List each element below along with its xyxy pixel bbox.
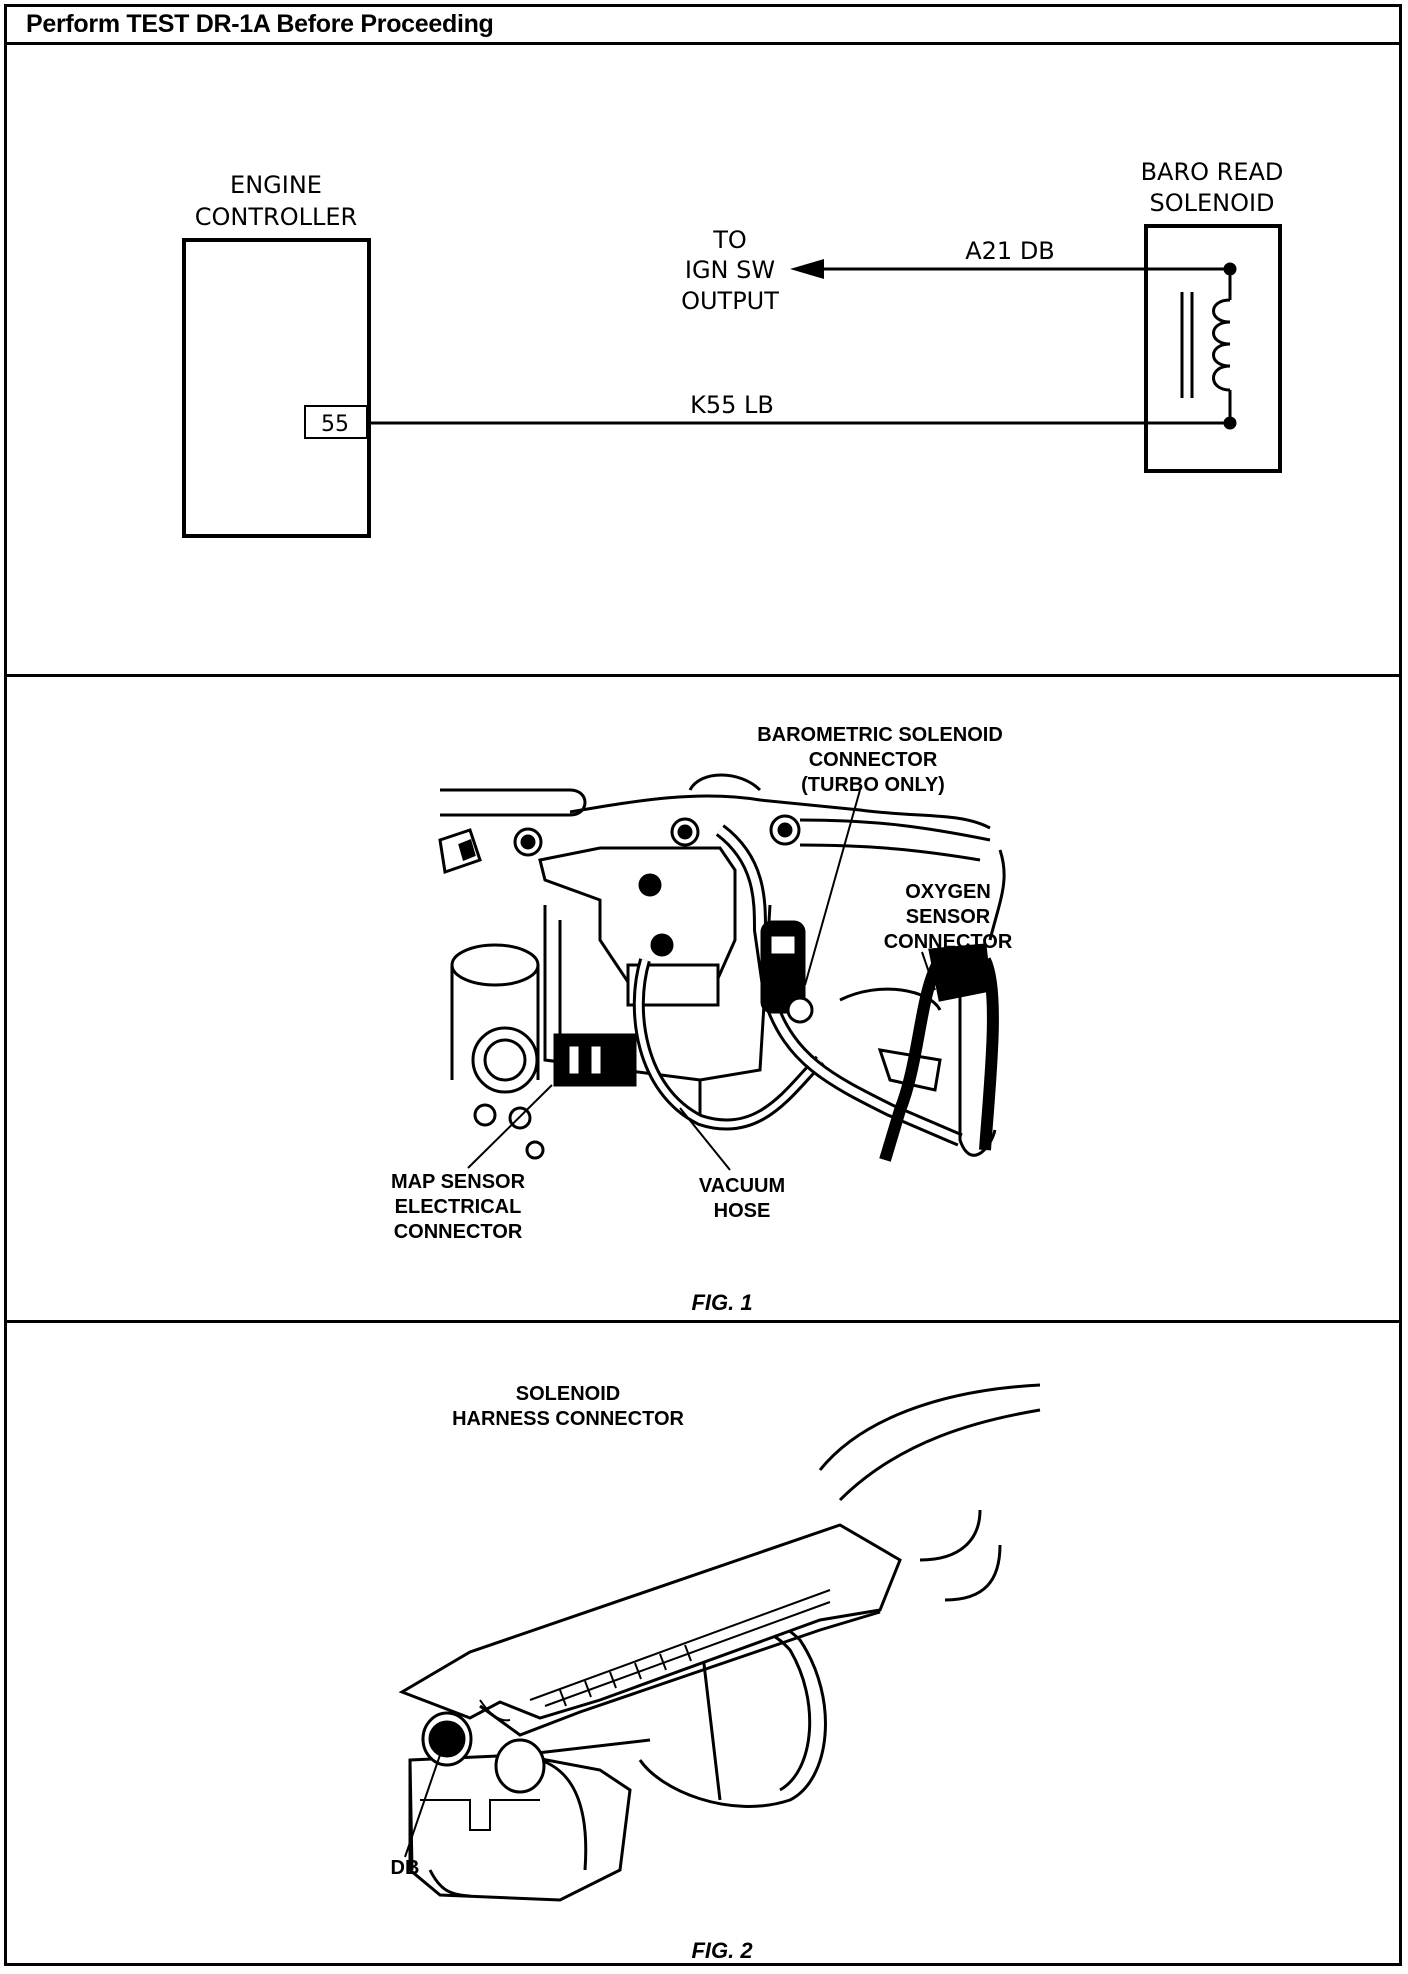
callout-vacuum-line-2: HOSE: [714, 1200, 771, 1222]
figure-2-caption: FIG. 2: [691, 1938, 753, 1963]
engine-controller-label-2: CONTROLLER: [195, 203, 357, 231]
arrow-left-icon: [790, 259, 824, 279]
callout-harness-line-2: HARNESS CONNECTOR: [452, 1408, 684, 1430]
db-terminal-icon: [428, 1720, 466, 1758]
wiring-schematic: ENGINE CONTROLLER 55 K55 LB A21 DB TO IG…: [182, 158, 1284, 538]
solenoid-box: [1144, 224, 1282, 473]
engine-controller-box: [182, 238, 371, 538]
page-title: Perform TEST DR-1A Before Proceeding: [26, 10, 494, 38]
wire-a21-label: A21 DB: [965, 237, 1055, 265]
section-divider-2: [4, 1320, 1402, 1323]
pin-number: 55: [321, 412, 349, 437]
wire-k55-label: K55 LB: [690, 391, 774, 419]
solenoid-coil-icon: [1180, 262, 1237, 430]
callout-baro-line-3: (TURBO ONLY): [801, 774, 945, 796]
solenoid-label-2: SOLENOID: [1149, 189, 1274, 217]
callout-map-line-3: CONNECTOR: [394, 1221, 523, 1243]
engine-controller-label-1: ENGINE: [230, 171, 322, 199]
destination-line-1: TO: [712, 226, 747, 254]
destination-line-2: IGN SW: [685, 256, 775, 284]
callout-db: DB: [391, 1857, 420, 1879]
figure-2-connector-illustration: [398, 1383, 1041, 1902]
callout-baro-line-2: CONNECTOR: [809, 749, 938, 771]
callout-oxygen-line-2: SENSOR: [906, 906, 991, 928]
callout-oxygen-line-3: CONNECTOR: [884, 931, 1013, 953]
callout-baro-line-1: BAROMETRIC SOLENOID: [757, 724, 1003, 746]
figure-1-caption: FIG. 1: [691, 1290, 752, 1315]
solenoid-label-1: BARO READ: [1141, 158, 1284, 186]
callout-oxygen-line-1: OXYGEN: [905, 881, 991, 903]
section-divider-1: [4, 674, 1402, 677]
header-bar: Perform TEST DR-1A Before Proceeding: [4, 4, 1402, 45]
callout-vacuum-line-1: VACUUM: [699, 1175, 785, 1197]
figure-1-engine-bay-illustration: [438, 773, 1006, 1171]
callout-harness-line-1: SOLENOID: [516, 1383, 620, 1405]
pin-55-box: [304, 405, 368, 439]
callout-map-line-1: MAP SENSOR: [391, 1171, 526, 1193]
destination-line-3: OUTPUT: [681, 287, 779, 315]
callout-map-line-2: ELECTRICAL: [395, 1196, 522, 1218]
page-frame: [4, 4, 1402, 1966]
